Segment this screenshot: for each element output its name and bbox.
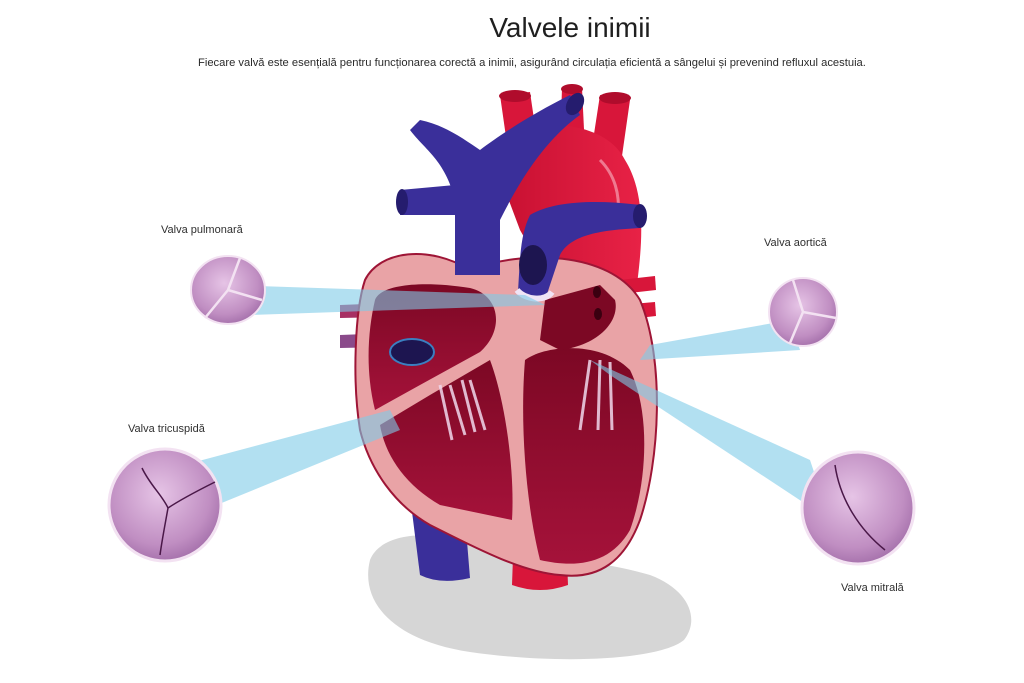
- pulmonary-valve-icon: [190, 255, 266, 325]
- label-mitral-valve: Valva mitrală: [841, 582, 904, 594]
- coronary-sinus: [389, 338, 435, 366]
- page-subtitle: Fiecare valvă este esențială pentru func…: [198, 57, 866, 69]
- left-ventricle: [523, 348, 645, 564]
- superior-vena-cava: [410, 95, 580, 275]
- page-title: Valvele inimii: [489, 12, 651, 43]
- aortic-valve-icon: [768, 277, 838, 347]
- valve-beams: [165, 285, 830, 520]
- label-aortic-valve: Valva aortică: [764, 237, 827, 249]
- mitral-valve-icon: [800, 450, 916, 566]
- left-atrium: [540, 285, 616, 350]
- right-ventricle: [380, 360, 513, 520]
- brachiocephalic-vein: [400, 185, 455, 215]
- label-pulmonary-valve: Valva pulmonară: [161, 224, 243, 236]
- tricuspid-valve-icon: [107, 447, 223, 563]
- label-tricuspid-valve: Valva tricuspidă: [128, 423, 205, 435]
- pulmonary-artery: [518, 202, 640, 300]
